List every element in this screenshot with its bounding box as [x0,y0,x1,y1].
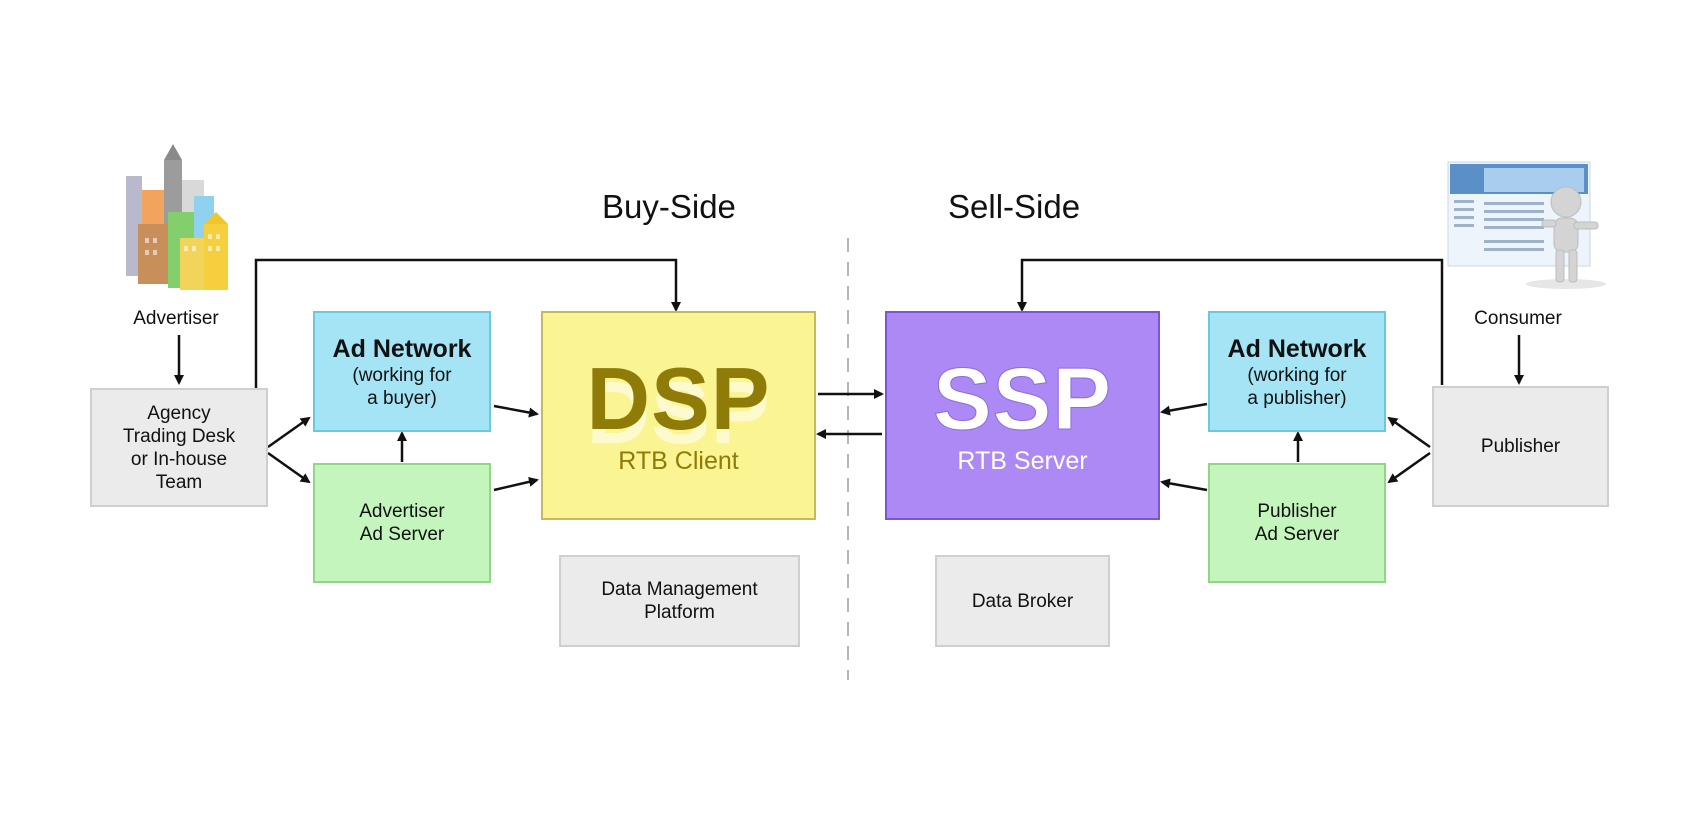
data-broker-box: Data Broker [935,555,1110,647]
ad-network-publisher-title: Ad Network [1227,334,1367,363]
ssp-subtitle: RTB Server [957,446,1088,475]
publisher-label: Publisher [1480,436,1561,457]
dsp-subtitle: RTB Client [618,446,739,475]
advertiser-ad-server-box: Advertiser Ad Server [313,463,491,583]
data-management-platform-box: Data Management Platform [559,555,800,647]
ssp-box: SSP RTB Server [885,311,1160,520]
publisher-ad-server-box: Publisher Ad Server [1208,463,1386,583]
ad-network-publisher-box: Ad Network (working for a publisher) [1208,311,1386,432]
agency-trading-desk-label: Agency Trading Desk or In-house Team [122,402,236,493]
arrow-agency-adserver [267,451,311,484]
ad-network-publisher-subtitle: (working for a publisher) [1247,364,1347,409]
arrow-publisher-ssp [1017,258,1444,385]
data-broker-label: Data Broker [971,590,1074,612]
arrow-publisher-adnetwork [1387,416,1431,449]
city-buildings-icon [126,144,228,290]
arrow-agency-adnetwork [267,416,311,449]
ad-network-buyer-subtitle: (working for a buyer) [352,364,452,409]
data-management-platform-label: Data Management Platform [601,579,758,623]
dsp-box: DSP RTB Client [541,311,816,520]
publisher-ad-server-label: Publisher Ad Server [1254,501,1340,545]
buy-side-title: Buy-Side [602,188,736,225]
agency-trading-desk-box: Agency Trading Desk or In-house Team [90,388,268,507]
arrow-agency-dsp [254,258,681,388]
arrow-adserver-dsp [493,476,539,492]
advertiser-ad-server-label: Advertiser Ad Server [359,501,445,545]
arrow-adnetwork-dsp [493,404,539,418]
publisher-box: Publisher [1432,386,1609,507]
ad-network-buyer-box: Ad Network (working for a buyer) [313,311,491,432]
arrow-pubadserver-ssp [1160,478,1208,492]
sell-side-title: Sell-Side [948,188,1081,225]
consumer-label: Consumer [1474,308,1562,329]
advertiser-label: Advertiser [133,308,219,329]
arrow-adnetwork-ssp [1160,402,1208,416]
dsp-title: DSP [586,348,771,448]
person-with-website-icon [1447,161,1606,289]
arrow-publisher-adserver [1387,451,1431,484]
ssp-title: SSP [932,348,1113,448]
ad-network-buyer-title: Ad Network [332,334,472,363]
